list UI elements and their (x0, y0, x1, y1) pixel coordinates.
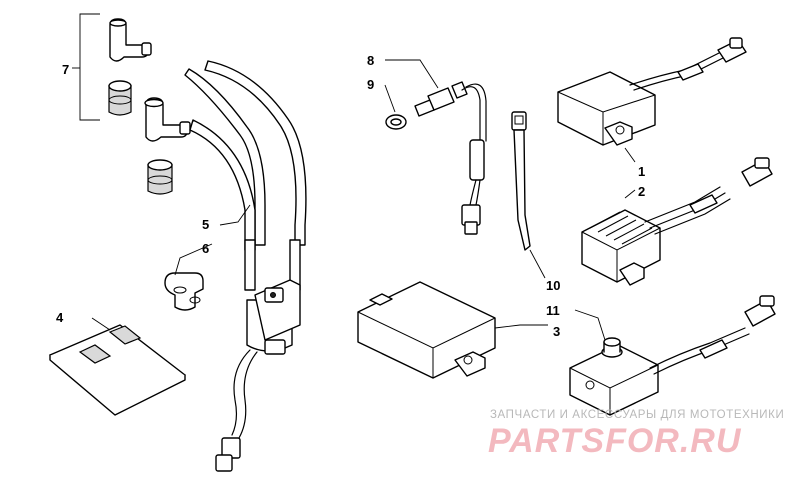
spark-plug-cap-7[interactable] (109, 18, 152, 62)
spark-plug-cap-5[interactable] (144, 97, 191, 142)
leader-lines (91, 59, 636, 341)
plug-boot-7[interactable] (108, 80, 132, 116)
bracket-7 (79, 13, 100, 121)
regulator-rectifier-2[interactable] (581, 157, 773, 286)
pad-4[interactable] (49, 324, 186, 416)
cdi-box-1[interactable] (557, 37, 747, 146)
watermark-tagline: ЗАПЧАСТИ И АКСЕССУАРЫ ДЛЯ МОТОТЕХНИКИ (490, 409, 784, 421)
callout-7: 7 (62, 62, 69, 77)
callout-10: 10 (546, 278, 560, 293)
callout-4: 4 (56, 310, 64, 325)
washer-9[interactable] (385, 114, 407, 130)
callouts: 1 2 3 4 5 6 7 8 9 10 11 (56, 53, 645, 339)
callout-6: 6 (202, 241, 209, 256)
callout-5: 5 (202, 217, 209, 232)
ignition-coil-5[interactable] (184, 60, 307, 472)
cable-tie-10[interactable] (511, 111, 531, 251)
watermark-logo: PARTSFOR.RU (488, 422, 742, 460)
callout-9: 9 (367, 77, 374, 92)
callout-8: 8 (367, 53, 374, 68)
control-module-3[interactable] (357, 281, 496, 379)
callout-3: 3 (553, 324, 560, 339)
clip-6[interactable] (164, 272, 204, 311)
callout-11: 11 (546, 303, 560, 318)
temperature-sensor-8[interactable] (414, 81, 487, 235)
watermark: ЗАПЧАСТИ И АКСЕССУАРЫ ДЛЯ МОТОТЕХНИКИ PA… (488, 409, 784, 460)
callout-2: 2 (638, 184, 645, 199)
plug-boot-5[interactable] (147, 159, 173, 195)
callout-1: 1 (638, 164, 645, 179)
sensor-11[interactable] (569, 295, 776, 416)
